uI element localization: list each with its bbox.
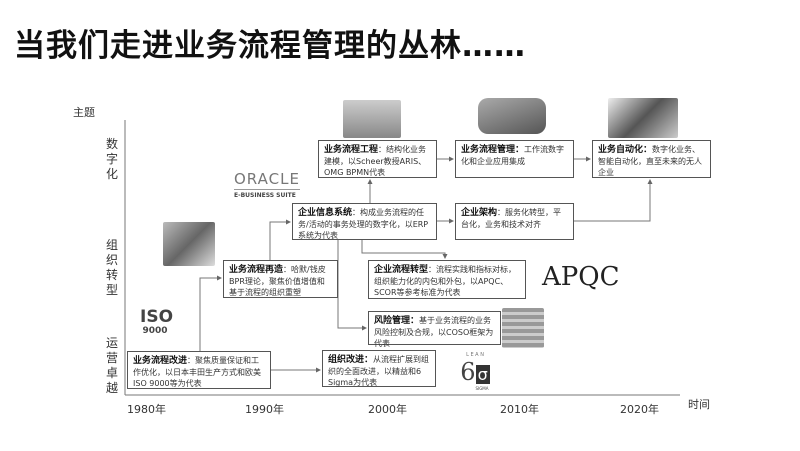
box-enterprise-architecture: 企业架构：服务化转型，平台化，业务和技术对齐 <box>455 203 574 240</box>
apqc-logo: APQC <box>542 262 620 292</box>
box-risk-management: 风险管理：基于业务流程的业务风险控制及合规，以COSO框架为代表 <box>368 311 501 348</box>
box-bpr: 业务流程再造：哈默/钱皮BPR理论，聚焦价值增值和基于流程的组织重塑 <box>223 260 338 298</box>
coso-cube-image <box>502 308 544 348</box>
x-tick: 2020年 <box>620 403 659 416</box>
box-bpm: 业务流程管理：工作流数字化和企业应用集成 <box>455 140 574 178</box>
x-tick: 2010年 <box>500 403 539 416</box>
bpm-puzzle-image <box>478 98 546 134</box>
box-process-improvement: 业务流程改进：聚焦质量保证和工作优化，以日本丰田生产方式和欧美ISO 9000等… <box>127 351 271 389</box>
box-enterprise-transformation: 企业流程转型：流程实践和指标对标，组织能力化的内包和外包，以APQC、SCOR等… <box>368 260 526 299</box>
oracle-logo: ORACLE E-BUSINESS SUITE <box>234 170 300 199</box>
y-axis-title: 主题 <box>73 106 95 119</box>
robot-hands-image <box>608 98 678 138</box>
x-axis-title: 时间 <box>688 398 710 411</box>
slide-title: 当我们走进业务流程管理的丛林…… <box>14 28 526 64</box>
x-tick: 1980年 <box>127 403 166 416</box>
box-enterprise-info-system: 企业信息系统：构成业务流程的任务/活动的事务处理的数字化，以ERP系统为代表 <box>292 203 437 240</box>
x-tick: 1990年 <box>245 403 284 416</box>
x-tick: 2000年 <box>368 403 407 416</box>
box-org-improvement: 组织改进：从流程扩展到组织的全面改进，以精益和6 Sigma为代表 <box>322 350 436 387</box>
box-process-engineering: 业务流程工程：结构化业务建模，以Scheer教授ARIS、OMG BPMN代表 <box>318 140 437 178</box>
y-category-digital: 数字化 <box>106 137 119 181</box>
bpr-authors-photo <box>163 222 215 266</box>
y-category-org: 组织转型 <box>106 238 119 297</box>
aris-house-image <box>343 100 401 138</box>
iso-logo: ISO 9000 <box>140 307 174 336</box>
box-business-automation: 业务自动化：数字化业务、智能自动化，直至未来的无人企业 <box>592 140 711 178</box>
y-category-ops: 运营卓越 <box>106 336 119 395</box>
